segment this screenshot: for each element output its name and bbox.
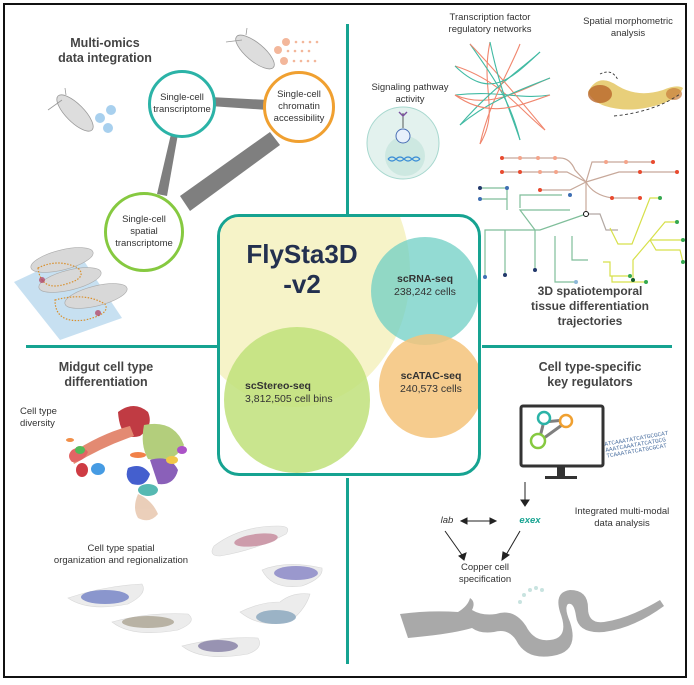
label-line: Cell type (20, 406, 57, 417)
title-line: Cell type-specific (538, 360, 642, 374)
copper-cell-gut (400, 586, 664, 657)
dataset-name: scATAC-seq (400, 370, 462, 382)
node-transcriptome: Single-cell transcriptome (148, 70, 216, 138)
title-line: data integration (58, 51, 152, 65)
fly-sketch-left (47, 87, 94, 132)
label-line: specification (458, 574, 512, 585)
node-label: Single-cell (160, 92, 204, 103)
title-line: differentiation (64, 375, 148, 389)
figure-frame (3, 3, 687, 678)
dataset-count: 240,573 cells (400, 383, 462, 395)
trajectory-nodes (478, 156, 685, 284)
label-line: data analysis (594, 518, 650, 529)
label-line: Cell type spatial (87, 543, 155, 554)
node-label: accessibility (273, 113, 325, 124)
fly-sketch-right (225, 27, 275, 70)
node-label: Single-cell (277, 89, 321, 100)
title-line: 3D spatiotemporal (537, 284, 643, 298)
label-line: analysis (610, 28, 646, 39)
link-transcriptome-spatial (157, 134, 178, 196)
link-transcriptome-chromatin (210, 97, 268, 110)
label-line: diversity (20, 418, 55, 429)
title-line: Multi-omics (70, 36, 140, 50)
label-line: activity (395, 94, 425, 105)
title-line: Midgut cell type (58, 360, 154, 374)
divider-vertical-bottom (346, 478, 349, 664)
bubble-scrna (371, 237, 478, 345)
scrna-label: scRNA-seq 238,242 cells (371, 273, 478, 299)
title-line: trajectories (557, 314, 623, 328)
divider-horizontal-left (26, 345, 218, 348)
node-spatial: Single-cell spatial transcriptome (104, 192, 184, 272)
label-line: Integrated multi-modal (574, 506, 670, 517)
spatial-slices-illustration (14, 247, 128, 340)
umap-velocity-plot (66, 406, 187, 521)
monitor-icon (519, 404, 605, 479)
label-line: Transcription factor (449, 12, 531, 23)
cell-icons-left (95, 105, 116, 133)
dataset-name: scRNA-seq (396, 273, 454, 285)
gene-exex: exex (519, 515, 541, 526)
label-line: Signaling pathway (371, 82, 449, 93)
morphometric-label: Spatial morphometric analysis (568, 16, 688, 40)
tf-networks-label: Transcription factor regulatory networks (420, 12, 560, 36)
link-chromatin-spatial (180, 132, 280, 211)
midgut-title: Midgut cell type differentiation (46, 360, 166, 390)
dataset-name: scStereo-seq (245, 380, 311, 392)
diversity-label: Cell type diversity (20, 406, 70, 430)
copper-cell-label: Copper cell specification (445, 562, 525, 586)
node-label: spatial (130, 226, 158, 237)
database-title: FlySta3D -v2 (232, 239, 372, 299)
title-line: FlySta3D (246, 239, 358, 269)
trajectory-tree (480, 157, 684, 283)
node-label: transcriptome (153, 104, 211, 115)
morphometric-illustration (588, 71, 683, 117)
title-line: key regulators (547, 375, 633, 389)
integrated-analysis-label: Integrated multi-modal data analysis (567, 506, 677, 530)
bubble-scstereo (224, 327, 370, 473)
node-chromatin: Single-cell chromatin accessibility (263, 71, 335, 143)
arrows (444, 482, 530, 562)
key-regulators-title: Cell type-specific key regulators (520, 360, 660, 390)
label-line: organization and regionalization (53, 555, 189, 566)
divider-horizontal-right (482, 345, 672, 348)
divider-vertical-top (346, 24, 349, 214)
dataset-count: 3,812,505 cell bins (245, 393, 333, 405)
tf-network-graph (454, 41, 551, 145)
node-label: Single-cell (122, 214, 166, 225)
title-line: -v2 (283, 269, 321, 299)
spatial-organization-label: Cell type spatial organization and regio… (36, 543, 206, 567)
dataset-count: 238,242 cells (394, 286, 456, 298)
gut-3d-cell-dots (81, 533, 318, 652)
signaling-label: Signaling pathway activity (355, 82, 465, 106)
atac-icons-right (274, 38, 319, 65)
scatac-label: scATAC-seq 240,573 cells (379, 370, 478, 396)
bubble-scatac (379, 334, 478, 438)
central-summary-box: FlySta3D -v2 scRNA-seq 238,242 cells scA… (217, 214, 481, 476)
title-line: tissue differentiation (530, 299, 649, 313)
trajectories-title: 3D spatiotemporal tissue differentiation… (510, 284, 670, 329)
multiomics-title: Multi-omics data integration (30, 36, 180, 66)
signaling-cell-icon (366, 106, 440, 180)
gene-lab: lab (440, 515, 454, 526)
label-line: Copper cell (460, 562, 510, 573)
node-label: transcriptome (115, 238, 173, 249)
node-label: chromatin (278, 101, 320, 112)
label-line: Spatial morphometric (583, 16, 673, 27)
label-line: regulatory networks (448, 24, 532, 35)
scstereo-label: scStereo-seq 3,812,505 cell bins (245, 380, 375, 406)
